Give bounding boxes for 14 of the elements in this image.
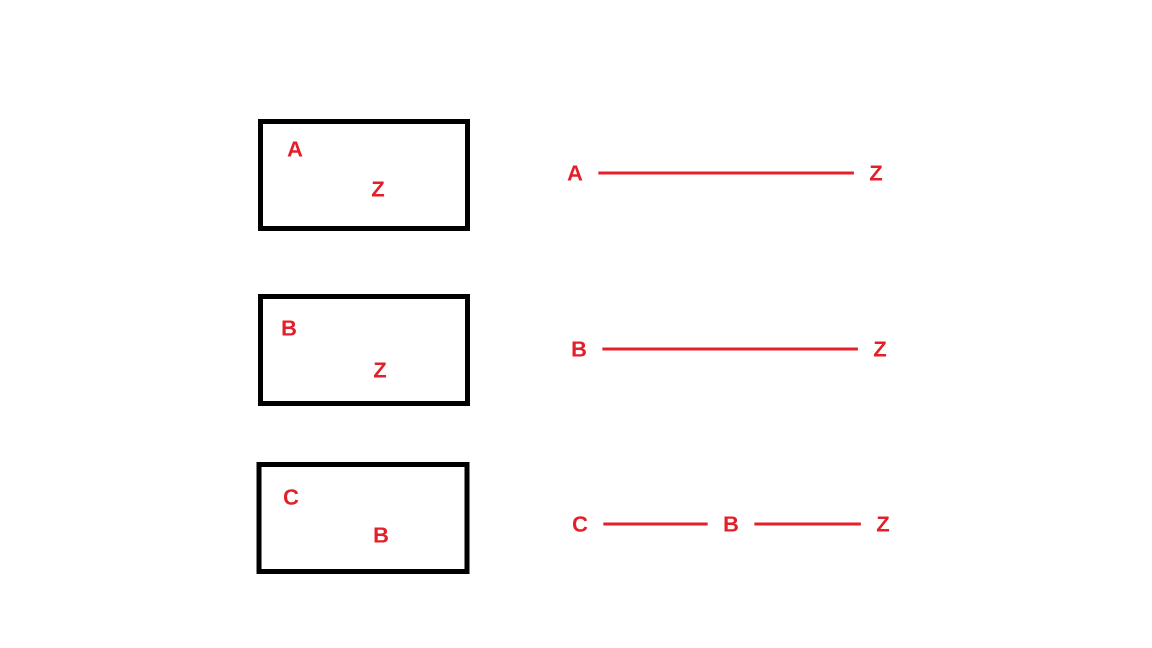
rectangle-box: C B <box>256 462 470 574</box>
letter-label: Z <box>873 341 887 357</box>
letter-label: A <box>567 165 583 181</box>
letter-label: Z <box>876 516 890 532</box>
rectangle-box: A Z <box>258 119 470 231</box>
connector-line <box>602 347 858 351</box>
rectangle-box: B Z <box>258 294 470 406</box>
letter-label: C <box>572 516 588 532</box>
letter-label: B <box>724 516 738 532</box>
connector-line <box>603 522 708 526</box>
connector-line <box>598 171 854 175</box>
letter-label: Z <box>869 165 883 181</box>
connector-line <box>754 522 861 526</box>
letter-label: B <box>572 341 586 357</box>
